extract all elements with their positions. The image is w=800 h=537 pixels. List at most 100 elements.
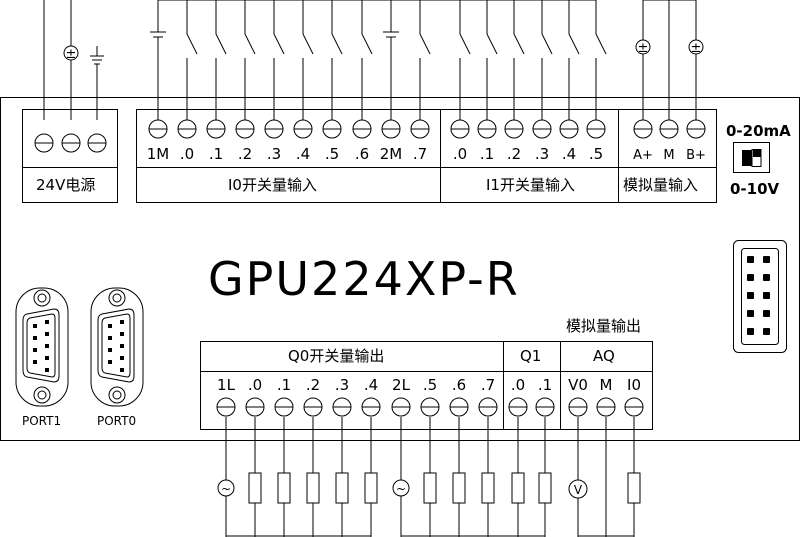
i1-terminal-label: .4 [561, 145, 577, 163]
aq-terminal-label: V0 [568, 376, 588, 394]
q0-terminal-label: .7 [480, 376, 496, 394]
i0-screw-7[interactable] [352, 119, 372, 139]
i1-terminal-label: .5 [588, 145, 604, 163]
input-wiring: ± ± ± [43, 0, 704, 120]
i1-terminal-label: .1 [479, 145, 495, 163]
q0-screw-4[interactable] [332, 397, 352, 417]
i1-terminal-label: .2 [506, 145, 522, 163]
voltmeter-symbol: V [574, 483, 583, 497]
ai-terminal-label: M [663, 148, 675, 163]
q0-terminal-label: 2L [392, 376, 410, 394]
power-terminal-block [22, 109, 118, 203]
power-screw-1[interactable] [61, 133, 81, 153]
q0-screw-3[interactable] [303, 397, 323, 417]
i0-screw-2[interactable] [206, 119, 226, 139]
i0-terminal-label: .6 [354, 145, 370, 163]
q0-screw-7[interactable] [420, 397, 440, 417]
i0-screw-1[interactable] [177, 119, 197, 139]
q0-screw-9[interactable] [478, 397, 498, 417]
port0-connector[interactable] [90, 287, 144, 407]
ac-source-symbol: ~ [221, 482, 231, 496]
i0-terminal-label: .4 [295, 145, 311, 163]
i1-screw-0[interactable] [450, 119, 470, 139]
aq-screw-0[interactable] [568, 397, 588, 417]
i1-screw-4[interactable] [559, 119, 579, 139]
i1-screw-5[interactable] [586, 119, 606, 139]
power-screws [34, 133, 107, 153]
i0-screw-9[interactable] [410, 119, 430, 139]
port1-connector[interactable] [15, 287, 69, 407]
q0-screw-2[interactable] [274, 397, 294, 417]
ac-source-symbol: ~ [396, 482, 406, 496]
input-terminal-block [136, 109, 717, 203]
q0-terminal-label: .1 [276, 376, 292, 394]
aq-screw-2[interactable] [624, 397, 644, 417]
ai-section-label: 模拟量输入 [623, 176, 699, 194]
i0-terminal-label: .0 [179, 145, 195, 163]
q1-terminal-label: .0 [510, 376, 526, 394]
i1-screw-3[interactable] [532, 119, 552, 139]
i1-section-label: I1开关量输入 [486, 176, 575, 194]
ai-terminal-label: B+ [686, 148, 706, 163]
aq-terminal-label: M [599, 376, 613, 394]
q1-screw-1[interactable] [535, 397, 555, 417]
ai-terminal-label: A+ [633, 148, 653, 163]
power-screw-0[interactable] [34, 133, 54, 153]
q0-terminal-label: .5 [422, 376, 438, 394]
i1-terminal-label: .0 [452, 145, 468, 163]
i0-screw-0[interactable] [148, 119, 168, 139]
q1-terminal-label: .1 [537, 376, 553, 394]
output-wiring: ~ ~ V [217, 417, 641, 537]
q0-screw-6[interactable] [391, 397, 411, 417]
i0-screw-4[interactable] [264, 119, 284, 139]
port1-label: PORT1 [22, 414, 62, 428]
q0-terminal-label: .2 [305, 376, 321, 394]
switch-current-label: 0-20mA [726, 122, 791, 140]
i0-terminal-label: .2 [237, 145, 253, 163]
analog-output-header: 模拟量输出 [566, 317, 642, 335]
expansion-connector [733, 240, 787, 353]
model-title: GPU224XP-R [208, 252, 520, 306]
ai-dc-source-symbol: ± [691, 41, 702, 56]
i0-terminal-label: 1M [146, 145, 170, 163]
ai-dc-source-symbol: ± [638, 41, 649, 56]
power-screw-2[interactable] [87, 133, 107, 153]
i0-terminal-label: 2M [379, 145, 403, 163]
q0-screw-0[interactable] [216, 397, 236, 417]
ai-screw-2[interactable] [686, 119, 706, 139]
q0-terminal-label: .4 [363, 376, 379, 394]
aq-terminal-label: I0 [627, 376, 641, 394]
i0-screw-5[interactable] [293, 119, 313, 139]
ai-screw-1[interactable] [659, 119, 679, 139]
dc-source-symbol: ± [66, 47, 77, 62]
i0-terminal-label: .7 [412, 145, 428, 163]
i0-terminal-label: .5 [324, 145, 340, 163]
i0-screw-3[interactable] [235, 119, 255, 139]
i0-section-label: I0开关量输入 [228, 176, 317, 194]
aq-screw-1[interactable] [596, 397, 616, 417]
switch-voltage-label: 0-10V [730, 180, 780, 198]
dip-switch[interactable] [733, 142, 770, 173]
aq-section-label: AQ [593, 347, 615, 365]
i0-screw-6[interactable] [322, 119, 342, 139]
i1-screw-1[interactable] [477, 119, 497, 139]
output-terminal-block [200, 341, 653, 430]
power-label: 24V电源 [36, 176, 96, 194]
i1-terminal-label: .3 [534, 145, 550, 163]
q0-screw-1[interactable] [245, 397, 265, 417]
port0-label: PORT0 [97, 414, 137, 428]
q1-screw-0[interactable] [508, 397, 528, 417]
q0-terminal-label: .0 [247, 376, 263, 394]
q0-screw-5[interactable] [361, 397, 381, 417]
ai-screw-0[interactable] [633, 119, 653, 139]
q0-terminal-label: .6 [451, 376, 467, 394]
q0-screw-8[interactable] [449, 397, 469, 417]
q0-terminal-label: 1L [217, 376, 235, 394]
q1-section-label: Q1 [520, 347, 542, 365]
i0-screw-8[interactable] [381, 119, 401, 139]
i0-terminal-label: .1 [208, 145, 224, 163]
i1-screw-2[interactable] [504, 119, 524, 139]
q0-section-label: Q0开关量输出 [288, 347, 385, 365]
